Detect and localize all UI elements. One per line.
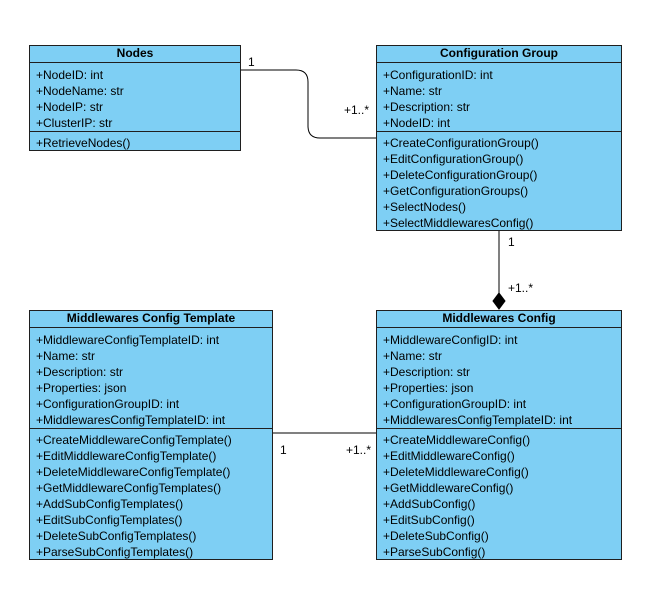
association-nodes-to-group xyxy=(241,69,376,139)
class-middlewares-config-template: Middlewares Config Template+MiddlewareCo… xyxy=(29,310,273,560)
multiplicity-template-end: 1 xyxy=(280,443,287,457)
method-row: +CreateMiddlewareConfig() xyxy=(383,433,531,447)
attribute-row: +MiddlewareConfigID: int xyxy=(383,333,518,347)
method-row: +DeleteSubConfig() xyxy=(383,529,489,543)
method-row: +ParseSubConfigTemplates() xyxy=(36,545,194,559)
method-row: +EditConfigurationGroup() xyxy=(383,152,524,166)
class-middlewares-config: Middlewares Config+MiddlewareConfigID: i… xyxy=(376,310,622,560)
class-title: Nodes xyxy=(30,46,240,63)
attributes-section: +MiddlewareConfigID: int +Name: str +Descr… xyxy=(377,328,621,428)
attribute-row: +Name: str xyxy=(383,349,443,363)
attribute-row: +Properties: json xyxy=(36,381,127,395)
method-row: +DeleteMiddlewareConfigTemplate() xyxy=(36,465,231,479)
class-nodes: Nodes +NodeID: int +NodeName: str +NodeIP: … xyxy=(29,45,241,151)
attribute-row: +Description: str xyxy=(36,365,124,379)
method-row: +AddSubConfig() xyxy=(383,497,476,511)
multiplicity-config-end: +1..* xyxy=(346,443,372,457)
attribute-row: +MiddlewaresConfigTemplateID: int xyxy=(36,413,226,427)
method-row: +ParseSubConfig() xyxy=(383,545,486,559)
attribute-row: +NodeID: int xyxy=(383,116,451,130)
attribute-row: +Properties: json xyxy=(383,381,474,395)
attribute-row: +Description: str xyxy=(383,365,471,379)
method-row: +GetMiddlewareConfig() xyxy=(383,481,514,495)
attributes-section: +MiddlewareConfigTemplateID: int +Name: s… xyxy=(30,328,272,428)
method-row: +RetrieveNodes() xyxy=(36,136,131,150)
attribute-row: +Name: str xyxy=(36,349,96,363)
method-row: +EditSubConfigTemplates() xyxy=(36,513,183,527)
methods-section: +CreateConfigurationGroup() +EditConfigur… xyxy=(377,131,621,231)
method-row: +EditMiddlewareConfig() xyxy=(383,449,515,463)
attribute-row: +MiddlewaresConfigTemplateID: int xyxy=(383,413,573,427)
multiplicity-group-bottom: 1 xyxy=(508,235,515,249)
attribute-row: +ConfigurationID: int xyxy=(383,68,493,82)
multiplicity-config-top: +1..* xyxy=(508,281,534,295)
attribute-row: +NodeID: int xyxy=(36,68,104,82)
class-title: Middlewares Config xyxy=(377,311,621,328)
attribute-row: +NodeName: str xyxy=(36,84,124,98)
class-title: Configuration Group xyxy=(377,46,621,63)
methods-section: +CreateMiddlewareConfig() +EditMiddleware… xyxy=(377,428,621,560)
multiplicity-group-end: +1..* xyxy=(344,103,370,117)
attribute-row: +Description: str xyxy=(383,100,471,114)
method-row: +CreateMiddlewareConfigTemplate() xyxy=(36,433,232,447)
method-row: +SelectMiddlewaresConfig() xyxy=(383,216,534,230)
attribute-row: +ConfigurationGroupID: int xyxy=(383,397,527,411)
method-row: +GetConfigurationGroups() xyxy=(383,184,529,198)
method-row: +SelectNodes() xyxy=(383,200,467,214)
attribute-row: +NodeIP: str xyxy=(36,100,104,114)
attributes-section: +ConfigurationID: int +Name: str +Descript… xyxy=(377,63,621,131)
method-row: +CreateConfigurationGroup() xyxy=(383,136,539,150)
method-row: +EditMiddlewareConfigTemplate() xyxy=(36,449,217,463)
class-title: Middlewares Config Template xyxy=(30,311,272,328)
method-row: +DeleteMiddlewareConfig() xyxy=(383,465,529,479)
class-configuration-group: Configuration Group+ConfigurationID: int… xyxy=(376,45,622,231)
composition-diamond xyxy=(492,292,506,310)
method-row: +DeleteSubConfigTemplates() xyxy=(36,529,197,543)
method-row: +AddSubConfigTemplates() xyxy=(36,497,184,511)
method-row: +DeleteConfigurationGroup() xyxy=(383,168,538,182)
methods-section: +CreateMiddlewareConfigTemplate() +EditMi… xyxy=(30,428,272,560)
attribute-row: +ConfigurationGroupID: int xyxy=(36,397,180,411)
methods-section: +RetrieveNodes() xyxy=(30,131,240,151)
attribute-row: +ClusterIP: str xyxy=(36,116,113,130)
method-row: +GetMiddlewareConfigTemplates() xyxy=(36,481,222,495)
method-row: +EditSubConfig() xyxy=(383,513,475,527)
attribute-row: +MiddlewareConfigTemplateID: int xyxy=(36,333,220,347)
attribute-row: +Name: str xyxy=(383,84,443,98)
multiplicity-nodes-end: 1 xyxy=(248,55,255,69)
attributes-section: +NodeID: int +NodeName: str +NodeIP: str +C… xyxy=(30,63,240,131)
